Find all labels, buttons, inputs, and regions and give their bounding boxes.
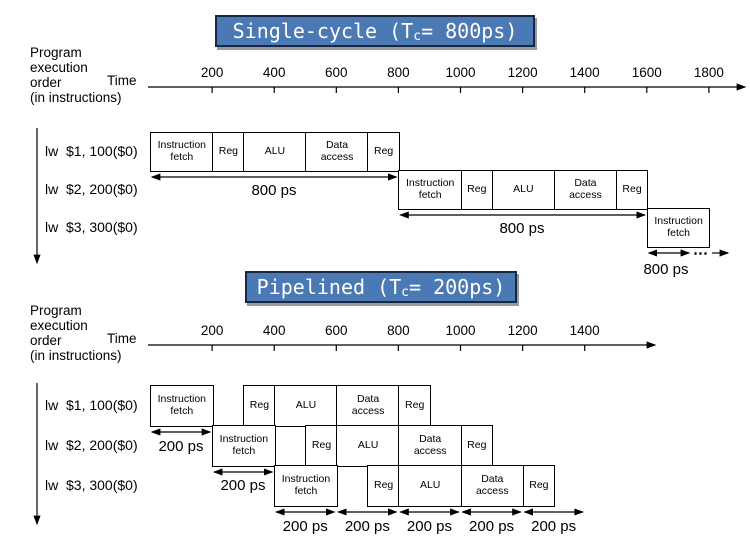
- stage-box-reg: Reg: [460, 170, 494, 210]
- axis-tick-label: 1200: [507, 323, 538, 338]
- axis-tick-label: 200: [200, 323, 224, 338]
- instruction-label: lw $2, 200($0): [45, 437, 138, 453]
- title-subscript: c: [401, 284, 409, 300]
- axis-tick-label: 600: [325, 65, 348, 80]
- instruction-label: lw $1, 100($0): [45, 397, 138, 413]
- stage-box-reg: Reg: [212, 132, 245, 172]
- stage-box-reg: Reg: [398, 385, 431, 427]
- stage-box-alu: ALU: [336, 425, 400, 467]
- axis-tick-label: 400: [262, 65, 286, 80]
- instruction-label: lw $3, 300($0): [45, 219, 138, 235]
- instruction-label: lw $1, 100($0): [45, 143, 138, 159]
- time-axis-label-top: Time: [107, 73, 137, 88]
- instruction-label: lw $2, 200($0): [45, 181, 138, 197]
- label-line: execution: [30, 60, 88, 75]
- stage-box-reg: Reg: [243, 385, 276, 427]
- stage-box-reg: Reg: [460, 425, 494, 467]
- axis-tick-label: 1000: [445, 65, 476, 80]
- label-line: (in instructions): [30, 90, 122, 105]
- program-order-label-bottom: Program execution order (in instructions…: [30, 303, 122, 363]
- axis-tick-label: 800: [387, 65, 410, 80]
- duration-label: 800 ps: [499, 220, 545, 237]
- time-axis-label-bottom: Time: [107, 331, 137, 346]
- stage-box-alu: ALU: [274, 385, 338, 427]
- title-subscript: c: [413, 28, 422, 44]
- stage-box-alu: ALU: [243, 132, 307, 172]
- axis-tick-label: 400: [262, 323, 286, 338]
- stage-duration-label: 200 ps: [531, 518, 577, 535]
- stage-duration-label: 200 ps: [469, 518, 515, 535]
- label-line: order: [30, 75, 62, 90]
- axis-tick-label: 1000: [445, 323, 476, 338]
- axis-tick-label: 800: [387, 323, 410, 338]
- axis-tick-label: 1600: [631, 65, 662, 80]
- stage-box-reg: Reg: [305, 425, 338, 467]
- label-line: execution: [30, 318, 88, 333]
- stage-box-reg: Reg: [615, 170, 649, 210]
- title-text: Single-cycle (T: [232, 19, 414, 43]
- label-line: order: [30, 333, 62, 348]
- program-order-label-top: Program execution order (in instructions…: [30, 45, 122, 105]
- label-line: (in instructions): [30, 348, 122, 363]
- stage-duration-label: 200 ps: [282, 518, 328, 535]
- axis-tick-label: 1400: [569, 323, 600, 338]
- stage-box-alu: ALU: [491, 170, 556, 210]
- instruction-label: lw $3, 300($0): [45, 477, 138, 493]
- offset-label: 200 ps: [220, 477, 266, 494]
- stage-box-reg: Reg: [367, 132, 400, 172]
- axis-tick-label: 200: [200, 65, 224, 80]
- duration-label: 800 ps: [251, 182, 297, 199]
- stage-box-alu: ALU: [398, 465, 462, 507]
- label-line: Program: [30, 303, 82, 318]
- label-line: Program: [30, 45, 82, 60]
- stage-duration-label: 200 ps: [344, 518, 390, 535]
- continuation-dots: ⋯: [693, 245, 709, 262]
- axis-tick-label: 1800: [693, 65, 724, 80]
- axis-tick-label: 1200: [507, 65, 538, 80]
- stage-box-reg: Reg: [522, 465, 556, 507]
- stage-box-reg: Reg: [367, 465, 400, 507]
- axis-tick-label: 600: [325, 323, 348, 338]
- title-text: Pipelined (T: [256, 275, 402, 299]
- title-text: = 800ps): [421, 19, 518, 43]
- axis-tick-label: 1400: [569, 65, 600, 80]
- duration-label: 800 ps: [643, 261, 689, 278]
- title-text: = 200ps): [409, 275, 506, 299]
- stage-duration-label: 200 ps: [406, 518, 452, 535]
- offset-label: 200 ps: [158, 438, 204, 455]
